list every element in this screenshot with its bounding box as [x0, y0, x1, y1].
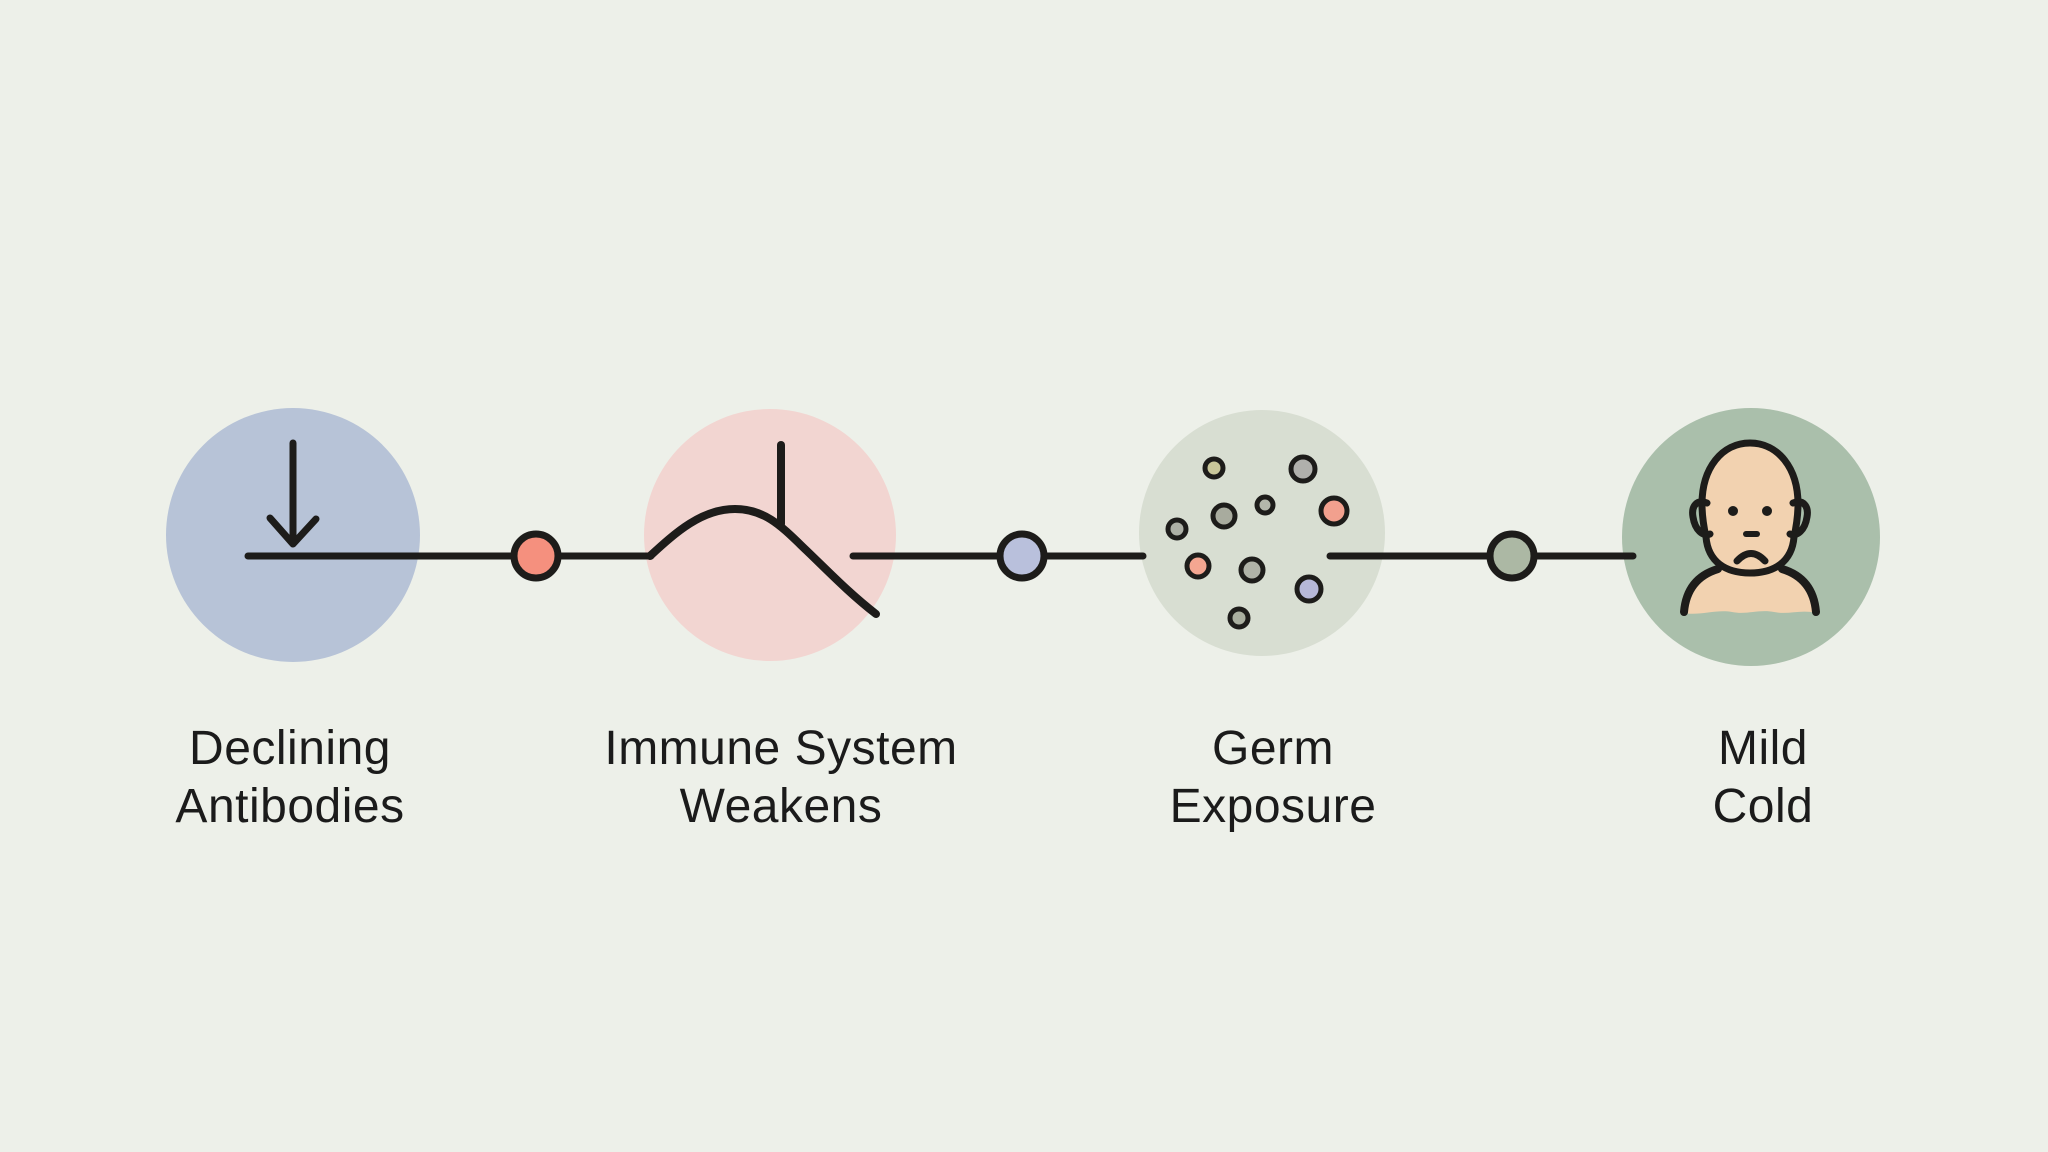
- stage-label-line: Mild: [1717, 722, 1808, 775]
- stage-label-line: Germ: [1212, 722, 1334, 775]
- stage-label-line: Immune System: [604, 722, 958, 775]
- stage-label-line: Exposure: [1169, 780, 1377, 833]
- stage-label-mild-cold: Mild Cold: [1483, 720, 2043, 836]
- arrow-head: [266, 514, 320, 548]
- connector-dot-3: [1486, 530, 1538, 582]
- germ-dot: [1202, 456, 1226, 480]
- germ-dot: [1318, 495, 1350, 527]
- baby-frown-mouth: [1733, 550, 1769, 565]
- germ-particles-icon: [1165, 454, 1350, 630]
- stage-label-germ-exposure: Germ Exposure: [993, 720, 1553, 836]
- germ-dot: [1294, 574, 1324, 604]
- germ-dot: [1184, 552, 1212, 580]
- stage-label-line: Weakens: [679, 780, 883, 833]
- stage-circle-immune-system-weakens: [644, 409, 896, 661]
- connector-dot-1: [510, 530, 562, 582]
- baby-left-eye: [1728, 506, 1738, 516]
- arrow-down-to-line-icon: [266, 439, 320, 548]
- germ-dot: [1288, 454, 1318, 484]
- germ-dot: [1254, 494, 1276, 516]
- germ-dot: [1227, 606, 1251, 630]
- germ-dot: [1238, 556, 1266, 584]
- stage-label-immune-system-weakens: Immune System Weakens: [501, 720, 1061, 836]
- declining-curve-icon: [646, 441, 880, 618]
- stage-label-line: Cold: [1712, 780, 1814, 833]
- baby-right-ear: [1786, 498, 1811, 539]
- connector-dot-2: [996, 530, 1048, 582]
- stage-circle-germ-exposure: [1139, 410, 1385, 656]
- baby-torso: [1684, 569, 1816, 614]
- stage-label-declining-antibodies: Declining Antibodies: [10, 720, 570, 836]
- germ-dot: [1165, 517, 1189, 541]
- stage-label-line: Antibodies: [175, 780, 405, 833]
- diagram-art: [166, 408, 1880, 666]
- stage-label-line: Declining: [189, 722, 391, 775]
- germ-dot: [1210, 502, 1238, 530]
- baby-left-ear: [1689, 498, 1714, 539]
- baby-right-shoulder: [1778, 565, 1820, 616]
- declining-curve: [646, 505, 880, 618]
- baby-left-shoulder: [1680, 565, 1722, 616]
- baby-right-eye: [1762, 506, 1772, 516]
- sick-baby-icon: [1680, 439, 1820, 616]
